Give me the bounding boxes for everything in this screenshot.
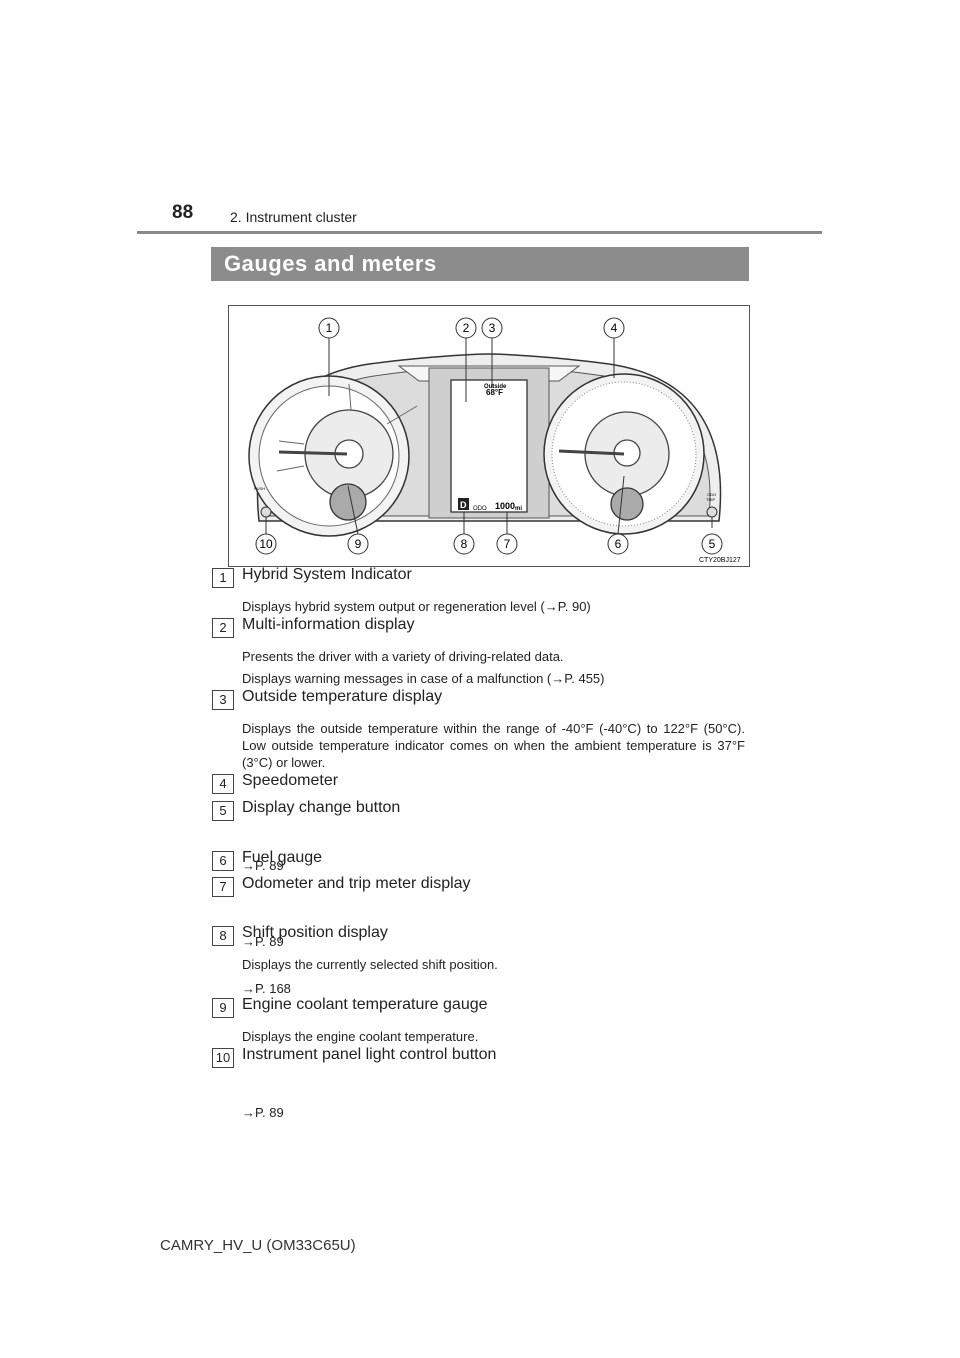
title-bar: Gauges and meters [211, 247, 749, 281]
gear-indicator: D [460, 500, 467, 510]
item-description: →P. 89 [242, 858, 284, 873]
item-description: Displays the currently selected shift po… [242, 957, 498, 972]
item-description: →P. 168 [242, 981, 291, 996]
item-number: 5 [212, 801, 234, 821]
item-description: Displays the outside temperature within … [242, 721, 745, 770]
item-title: Outside temperature display [242, 688, 443, 705]
item-description: →P. 89 [242, 934, 284, 949]
list-item: 4 Speedometer [212, 772, 752, 794]
item-number: 9 [212, 998, 234, 1018]
item-number: 8 [212, 926, 234, 946]
callout-1: 1 [326, 321, 333, 335]
outside-temp: 68°F [486, 388, 503, 397]
section-title: 2. Instrument cluster [230, 209, 357, 225]
callout-4: 4 [611, 321, 618, 335]
odo-trip-label-2: TRIP [706, 497, 715, 502]
odo-label: ODO [473, 506, 487, 512]
callout-10: 10 [259, 537, 273, 551]
list-item: 7 Odometer and trip meter display →P. 89 [212, 875, 752, 949]
item-number: 1 [212, 568, 234, 588]
item-number: 2 [212, 618, 234, 638]
item-description: Displays warning messages in case of a m… [242, 671, 605, 686]
page-number: 88 [172, 202, 194, 223]
item-description: Displays the engine coolant temperature. [242, 1029, 479, 1044]
list-item: 6 Fuel gauge [212, 849, 752, 871]
callout-9: 9 [355, 537, 362, 551]
item-title: Odometer and trip meter display [242, 875, 471, 892]
item-title: Multi-information display [242, 616, 415, 633]
odometer-value: 1000 [495, 501, 515, 511]
item-title: Shift position display [242, 924, 388, 941]
item-title: Speedometer [242, 772, 339, 789]
item-number: 4 [212, 774, 234, 794]
callout-5: 5 [709, 537, 716, 551]
outside-label: Outside [484, 384, 507, 390]
footer-code: CAMRY_HV_U (OM33C65U) [160, 1237, 356, 1254]
callout-6: 6 [615, 537, 622, 551]
item-description: →P. 89 [242, 1105, 284, 1120]
odo-trip-label-1: ODO [707, 492, 716, 497]
item-description: Displays hybrid system output or regener… [242, 599, 591, 614]
callout-2: 2 [463, 321, 470, 335]
page-title: Gauges and meters [224, 251, 437, 276]
item-title: Hybrid System Indicator [242, 566, 412, 583]
odometer-unit: mi [515, 506, 522, 512]
item-number: 6 [212, 851, 234, 871]
callout-7: 7 [504, 537, 511, 551]
list-item: 5 Display change button →P. 89 [212, 799, 752, 873]
item-title: Fuel gauge [242, 849, 323, 866]
item-title: Instrument panel light control button [242, 1046, 497, 1063]
item-number: 7 [212, 877, 234, 897]
header-rule [137, 231, 822, 234]
item-description: Presents the driver with a variety of dr… [242, 649, 564, 664]
item-number: 3 [212, 690, 234, 710]
item-number: 10 [212, 1048, 234, 1068]
callout-8: 8 [461, 537, 468, 551]
item-title: Display change button [242, 799, 401, 816]
push-label: PUSH [254, 486, 265, 491]
instrument-cluster-illustration: Outside 68°F D ODO 1000 mi PUSH ODO TRIP [248, 317, 741, 564]
callout-3: 3 [489, 321, 496, 335]
instrument-cluster-figure: Outside 68°F D ODO 1000 mi PUSH ODO TRIP [228, 305, 750, 567]
item-title: Engine coolant temperature gauge [242, 996, 488, 1013]
list-item: 10 Instrument panel light control button →… [212, 1046, 752, 1120]
figure-code: CTY20BJ127 [699, 557, 741, 564]
